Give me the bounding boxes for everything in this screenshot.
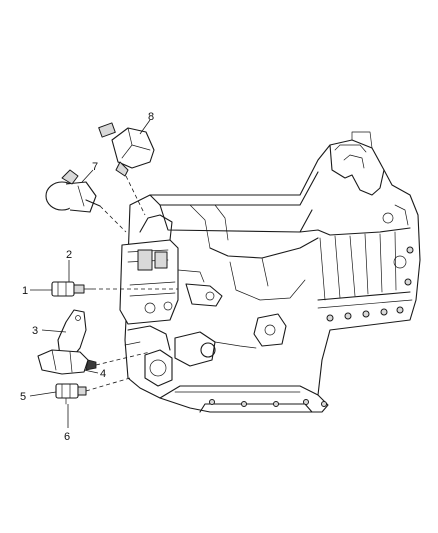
callout-4: 4 xyxy=(100,368,106,380)
part-7-speed-sensor xyxy=(45,169,101,213)
callout-2: 2 xyxy=(66,249,72,261)
part-1-2-sensor xyxy=(51,281,93,297)
callout-7: 7 xyxy=(92,161,98,173)
part-5-6-switch xyxy=(55,383,87,405)
callout-1: 1 xyxy=(22,285,28,297)
callout-8: 8 xyxy=(148,111,154,123)
callout-5: 5 xyxy=(20,391,26,403)
callout-3: 3 xyxy=(32,325,38,337)
valve-body xyxy=(119,214,223,325)
part-3-4-bracket-sensor xyxy=(37,309,97,375)
callout-6: 6 xyxy=(64,431,70,443)
part-8-solenoid xyxy=(98,122,155,177)
flange-bolts xyxy=(326,246,414,322)
leader-lines xyxy=(29,119,178,428)
transaxle-case xyxy=(119,131,421,413)
callouts: 8 7 2 1 3 4 5 6 xyxy=(20,111,154,443)
